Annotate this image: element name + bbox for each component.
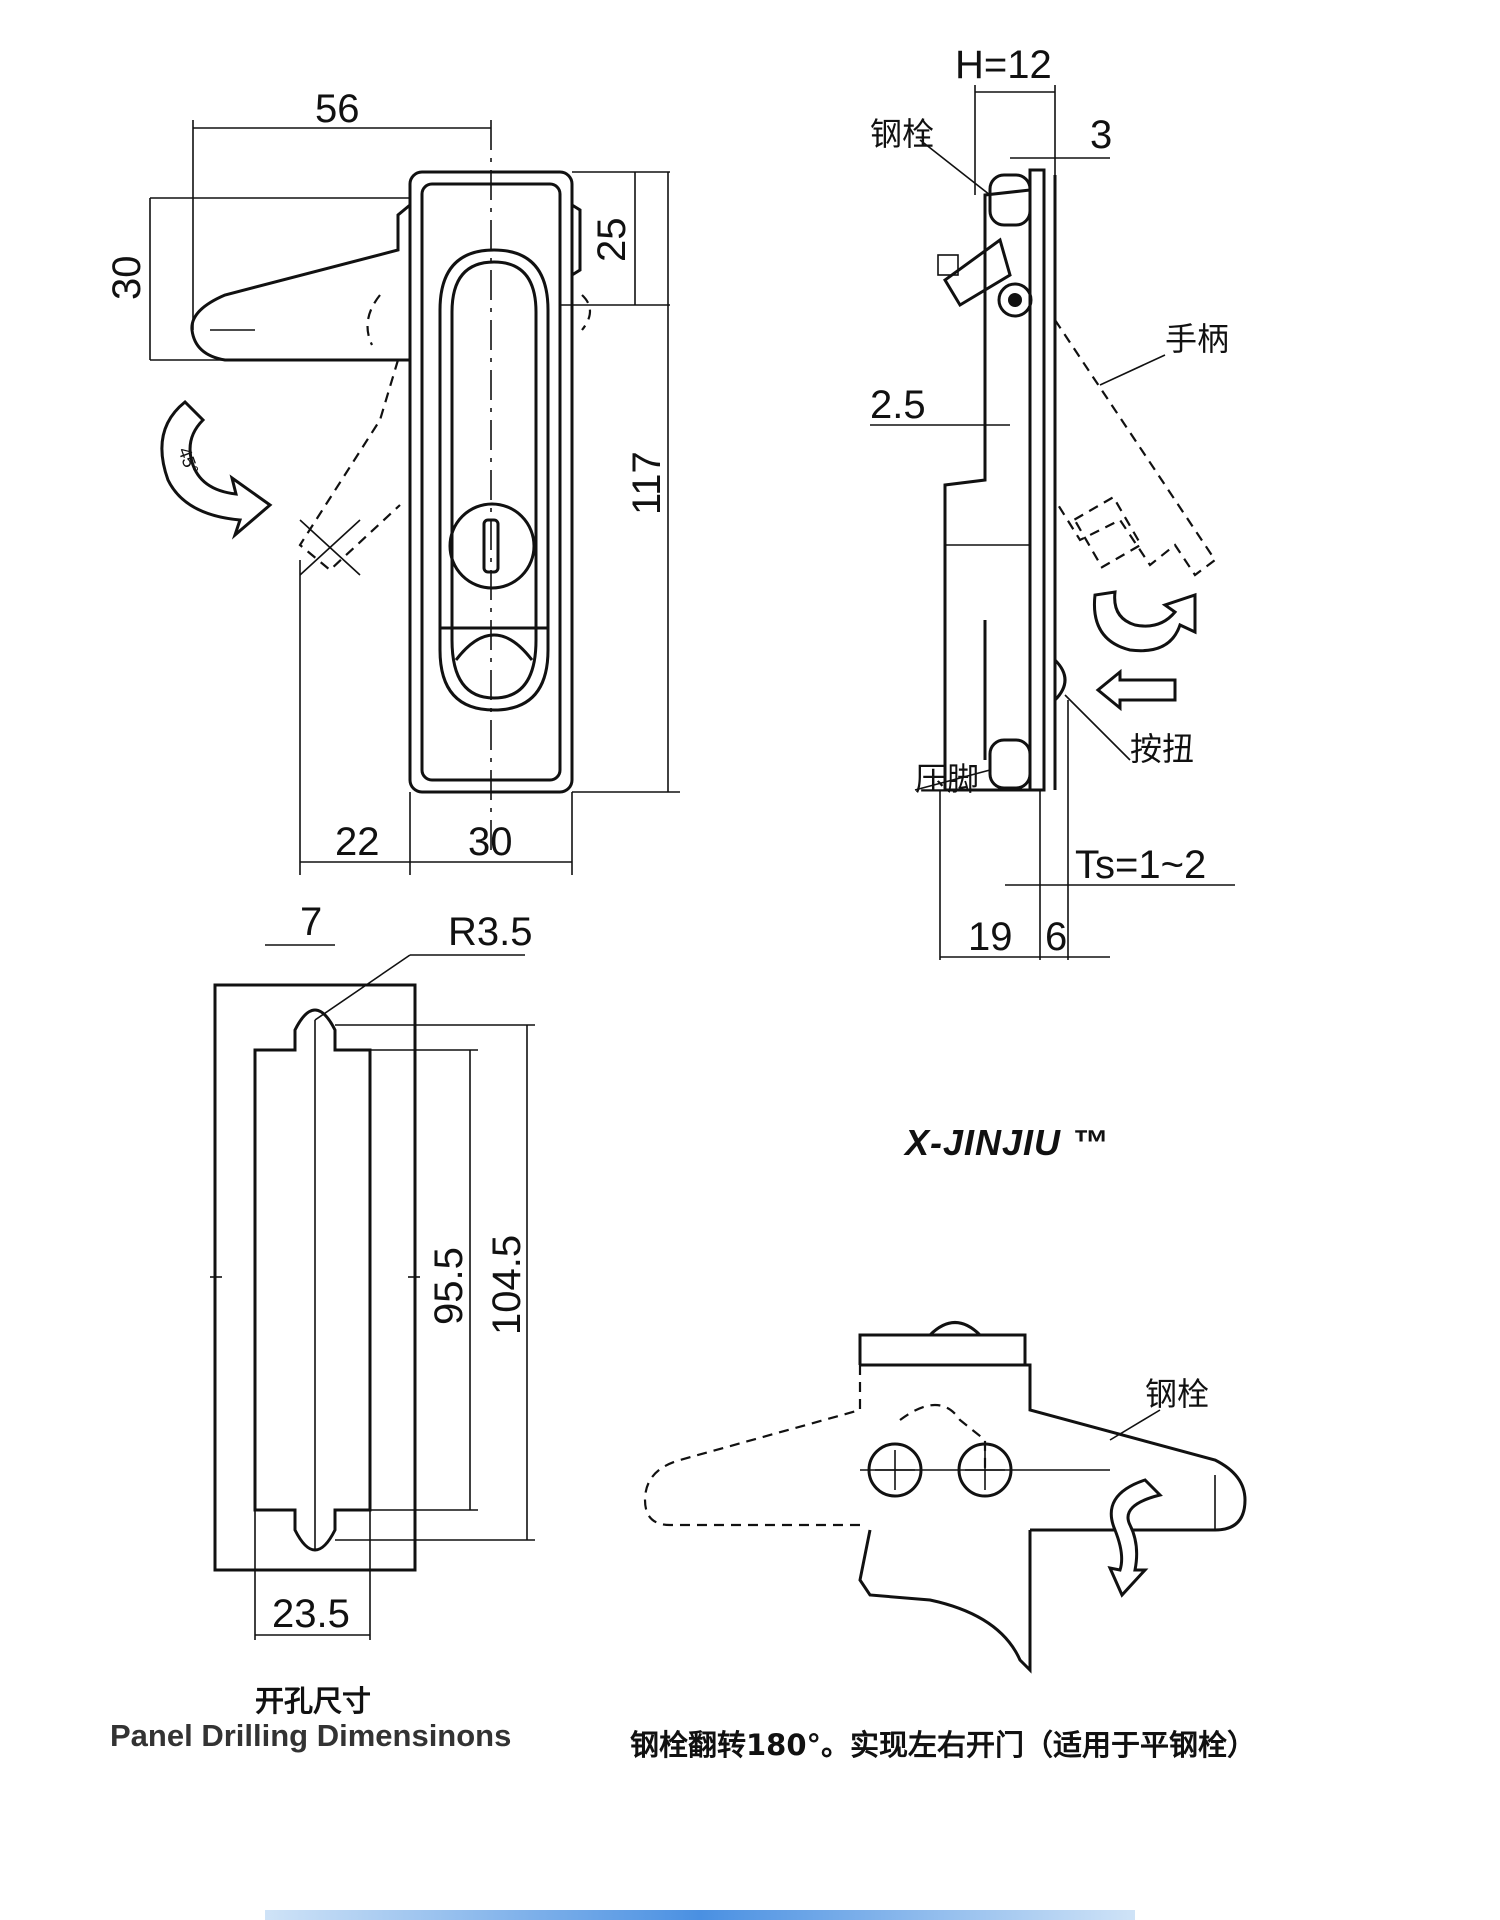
dim-117-label: 117 bbox=[625, 451, 669, 515]
cutout-profile bbox=[253, 1008, 372, 1552]
dim-56-label: 56 bbox=[315, 87, 360, 131]
dim-25-label: 25 bbox=[590, 218, 634, 263]
body-profile bbox=[943, 188, 1031, 792]
flip-inner-dashed bbox=[899, 1404, 987, 1470]
open-handle-dashed bbox=[1054, 319, 1217, 577]
leader-button bbox=[1064, 694, 1131, 761]
flip-view: 钢栓 bbox=[643, 1321, 1247, 1674]
push-arrow-icon bbox=[1095, 668, 1177, 712]
brand-mark: X-JINJIU ™ bbox=[905, 1122, 1110, 1163]
dim-7-label: 7 bbox=[300, 900, 322, 944]
panel-plate bbox=[1028, 168, 1046, 792]
flip-label-latch: 钢栓 bbox=[1145, 1375, 1209, 1413]
rotated-latch-dashed bbox=[298, 359, 401, 572]
leader-handle bbox=[1099, 354, 1166, 386]
key-cylinder bbox=[448, 502, 536, 590]
side-view: H=12 3 2.5 Ts=1~2 19 6 钢栓 手柄 按扭 压脚 bbox=[870, 43, 1235, 960]
flip-top-bolt bbox=[928, 1321, 982, 1337]
label-button: 按扭 bbox=[1130, 730, 1194, 768]
dim-h-label: H=12 bbox=[955, 43, 1052, 87]
dim-104-label: 104.5 bbox=[485, 1235, 529, 1335]
push-button bbox=[1053, 658, 1067, 702]
dim-23-label: 23.5 bbox=[272, 1592, 350, 1636]
rear-lug bbox=[571, 203, 582, 277]
latch-arm bbox=[190, 203, 411, 362]
pressure-foot bbox=[988, 738, 1032, 790]
cutout-view: 7 R3.5 95.5 104.5 23.5 bbox=[210, 900, 535, 1640]
front-view: 56 30 25 117 22 30 45° bbox=[105, 87, 680, 875]
dim-19-label: 19 bbox=[968, 915, 1013, 959]
flip-rotate-arrow-icon bbox=[1107, 1478, 1163, 1598]
dim-2-5-label: 2.5 bbox=[870, 383, 926, 427]
flip-latch-dashed bbox=[643, 1365, 862, 1527]
rear-pivot-dashed bbox=[581, 294, 592, 331]
cutout-caption-en: Panel Drilling Dimensinons bbox=[110, 1718, 512, 1753]
rotate-45-arrow-icon bbox=[160, 399, 273, 540]
dim-30h-label: 30 bbox=[468, 820, 513, 864]
leader-flip-latch bbox=[1109, 1409, 1161, 1441]
dim-ts-label: Ts=1~2 bbox=[1075, 843, 1206, 887]
leader-radius bbox=[314, 954, 411, 1021]
flip-top-cap bbox=[858, 1333, 1027, 1365]
dim-30v-label: 30 bbox=[105, 256, 149, 301]
cutout-caption-cn: 开孔尺寸 bbox=[255, 1684, 372, 1718]
pivot-dashed bbox=[366, 294, 381, 346]
handle-rotate-arrow-icon bbox=[1092, 590, 1197, 653]
dim-3-label: 3 bbox=[1090, 113, 1112, 157]
pivot-pin-center bbox=[1008, 293, 1022, 307]
open-handle-key-dashed bbox=[1072, 495, 1143, 569]
pivot-stop bbox=[937, 254, 959, 276]
handle-slot bbox=[438, 248, 550, 712]
leader-latch bbox=[919, 139, 991, 196]
thumb-recess-arc bbox=[454, 633, 534, 661]
pivot-pin bbox=[997, 282, 1033, 318]
upper-latch-bolt bbox=[988, 173, 1032, 227]
label-foot: 压脚 bbox=[915, 760, 979, 798]
flip-caption: 钢栓翻转180°。实现左右开门（适用于平钢栓） bbox=[630, 1728, 1257, 1762]
dim-95-label: 95.5 bbox=[427, 1247, 471, 1325]
dim-radius-label: R3.5 bbox=[448, 910, 533, 954]
label-handle: 手柄 bbox=[1165, 320, 1229, 358]
handle-slot-inner bbox=[450, 260, 538, 700]
flip-foot bbox=[858, 1529, 1032, 1674]
rotated-center-x2 bbox=[299, 519, 361, 576]
bottom-accent-bar bbox=[265, 1910, 1135, 1920]
leader-foot bbox=[914, 769, 991, 791]
label-latch: 钢栓 bbox=[870, 115, 934, 153]
dim-6-label: 6 bbox=[1045, 915, 1067, 959]
dim-22-label: 22 bbox=[335, 820, 380, 864]
flip-latch-solid bbox=[860, 1363, 1247, 1532]
pivot-lever bbox=[943, 237, 1012, 308]
